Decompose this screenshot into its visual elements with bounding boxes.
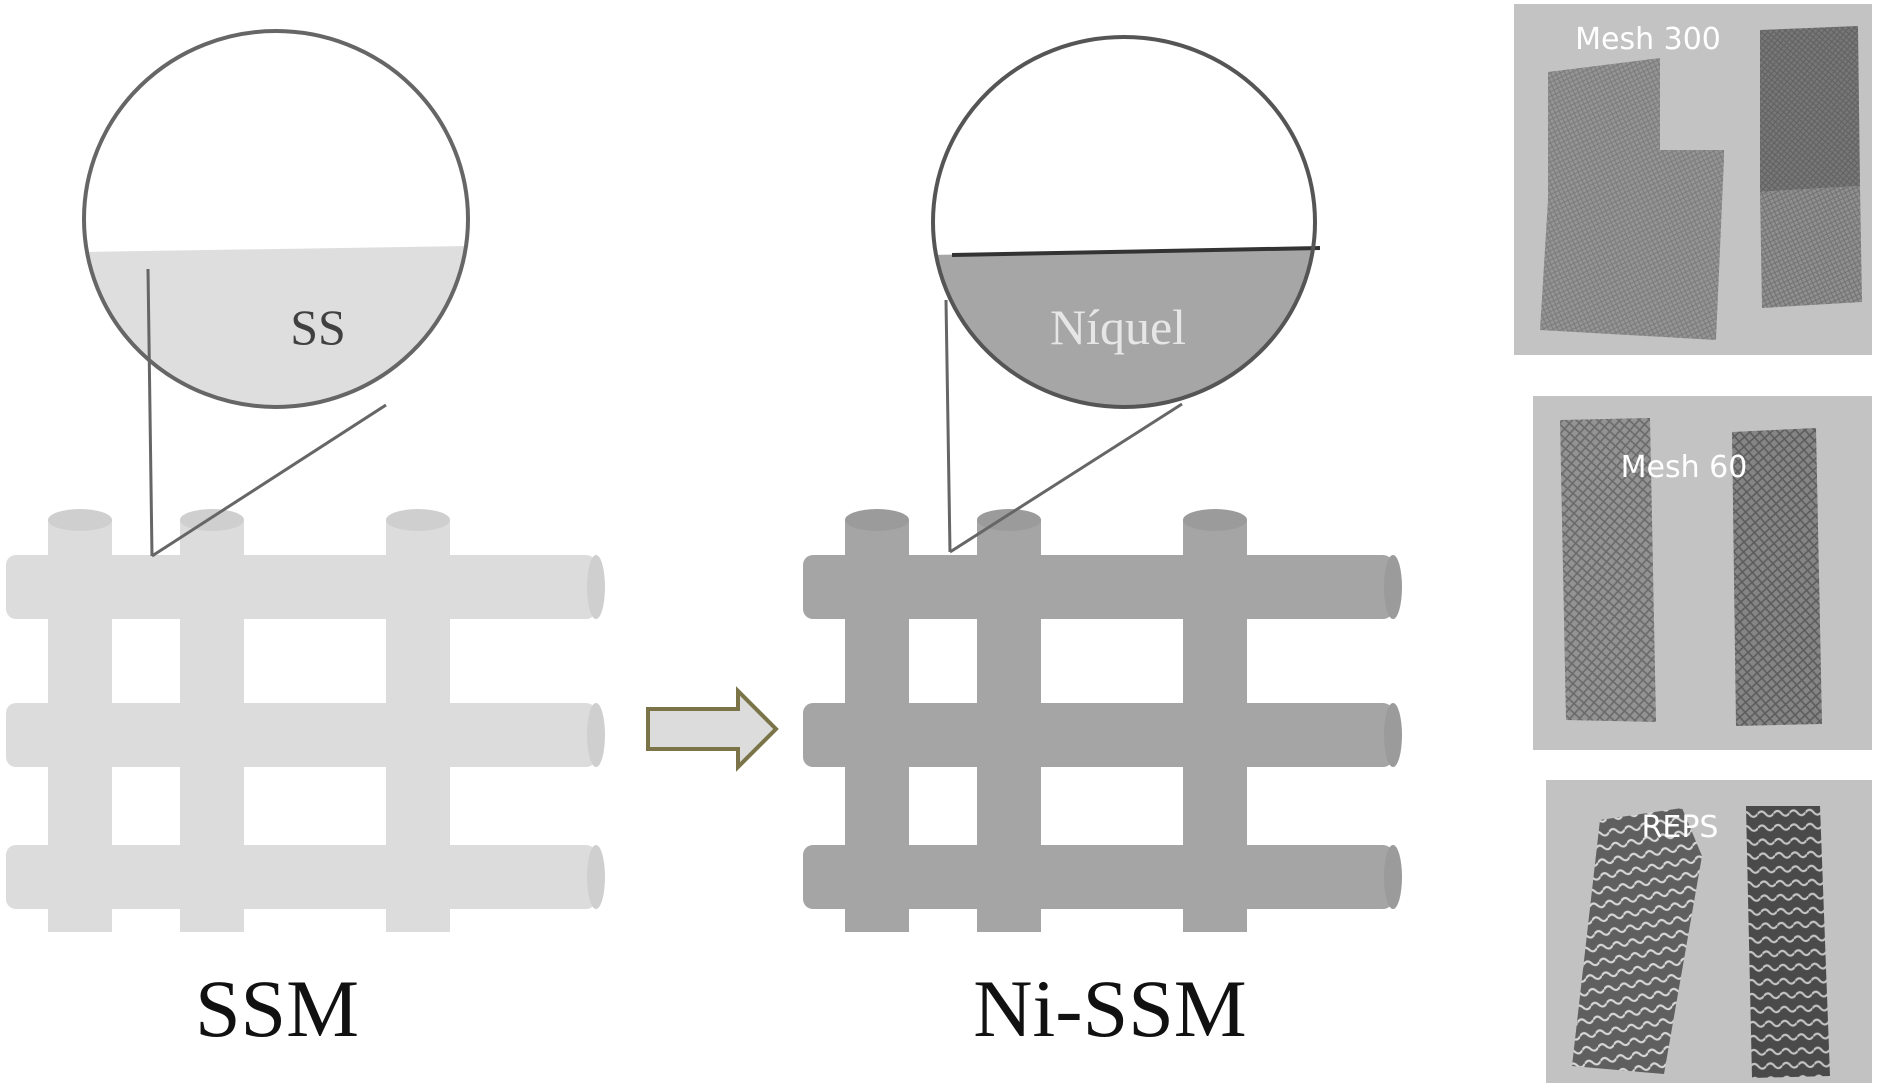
mesh-rod-end: [180, 509, 244, 531]
ssm-callout: SS: [82, 29, 470, 558]
mesh-horizontal-rod: [803, 703, 1393, 767]
mesh-rod-end: [48, 509, 112, 531]
mesh-horizontal-rod: [803, 555, 1393, 619]
mesh-rod-end: [1183, 509, 1247, 531]
photo-label: REPS: [1642, 810, 1719, 845]
ssm-mesh-illustration: [6, 509, 605, 932]
mesh-rod-end: [1384, 845, 1402, 909]
photo-label: Mesh 300: [1575, 22, 1721, 57]
photo-mesh-60: Mesh 60: [1533, 396, 1872, 750]
mesh-rod-end: [1384, 555, 1402, 619]
mesh-horizontal-rod: [6, 845, 596, 909]
mesh-horizontal-rod: [803, 845, 1393, 909]
mesh-rod-end: [386, 509, 450, 531]
photo-mesh-300: Mesh 300: [1514, 4, 1872, 355]
nissm-mesh-illustration: [803, 509, 1402, 932]
mesh-rod-end: [1384, 703, 1402, 767]
photo-reps: REPS: [1546, 780, 1872, 1083]
photo-label: Mesh 60: [1621, 450, 1748, 485]
ssm-callout-label: SS: [290, 299, 346, 355]
mesh-horizontal-rod: [6, 555, 596, 619]
mesh-rod-end: [587, 555, 605, 619]
mesh-rod-end: [845, 509, 909, 531]
mesh-rod-end: [587, 845, 605, 909]
nissm-label: Ni-SSM: [973, 963, 1246, 1054]
nissm-callout-label: Níquel: [1050, 299, 1186, 355]
nissm-callout: Níquel: [931, 35, 1321, 554]
mesh-horizontal-rod: [6, 703, 596, 767]
mesh-rod-end: [587, 703, 605, 767]
ssm-label: SSM: [195, 963, 359, 1054]
process-arrow: [646, 686, 779, 772]
